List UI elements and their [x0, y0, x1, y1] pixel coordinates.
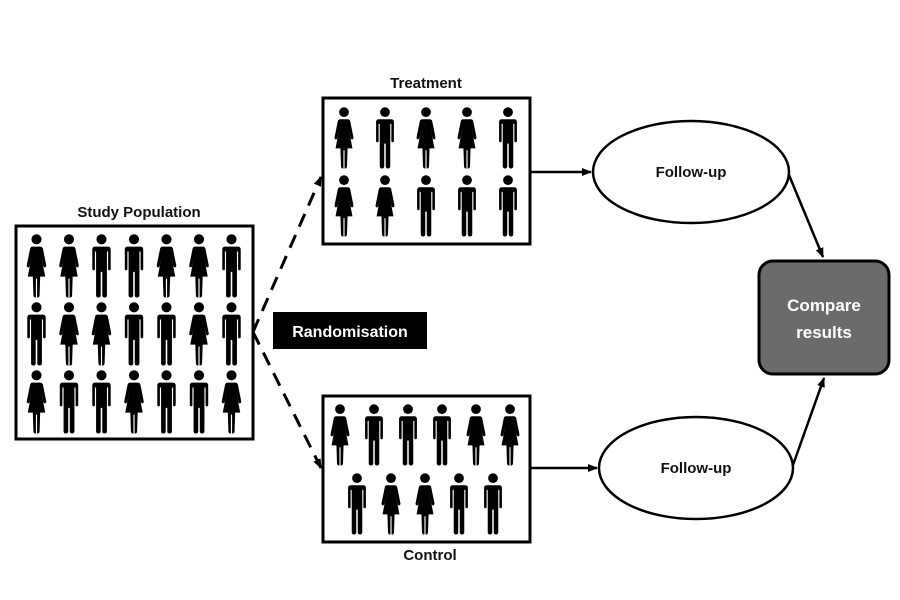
followup-control-ellipse: [597, 415, 795, 521]
randomisation-badge: [273, 312, 427, 349]
randomise-to-control-arrow: [251, 331, 323, 469]
followup-control-to-compare-arrow: [791, 377, 826, 466]
followup-treatment-label: Follow-up: [656, 164, 727, 181]
followup-treatment-ellipse: [591, 119, 791, 225]
compare-results-line2: results: [796, 323, 852, 342]
randomisation-label: Randomisation: [292, 324, 408, 341]
compare-results-line1: Compare: [787, 296, 861, 315]
followup-treatment-to-compare-arrow: [787, 174, 825, 258]
randomise-to-treatment-arrow: [251, 176, 323, 333]
study-population-title: Study Population: [77, 204, 200, 221]
followup-control-label: Follow-up: [661, 460, 732, 477]
control-title: Control: [403, 547, 456, 564]
compare-results-box: [757, 259, 891, 376]
treatment-title: Treatment: [390, 75, 462, 92]
